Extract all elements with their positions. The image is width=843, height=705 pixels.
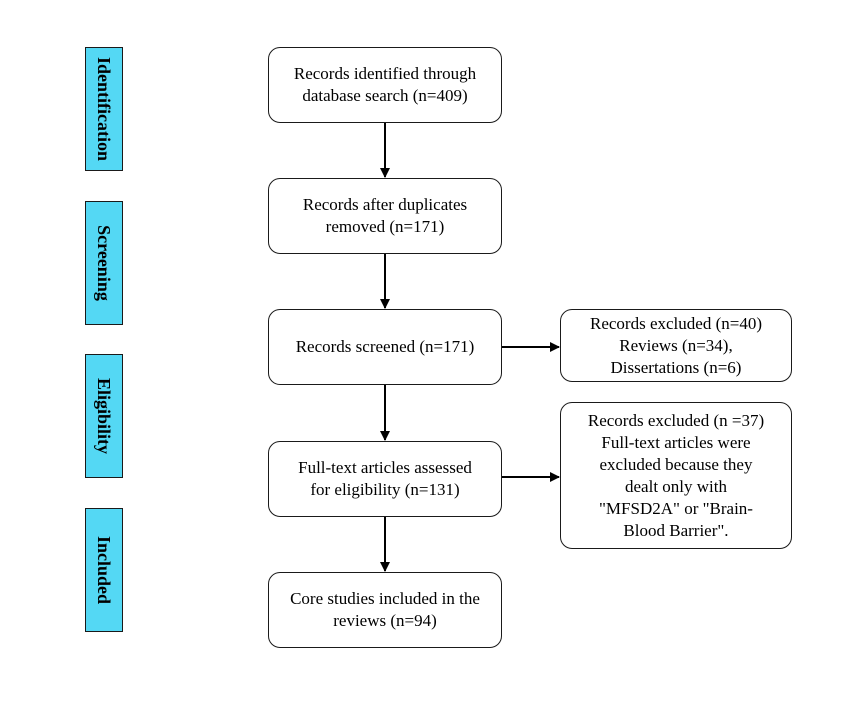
stage-included: Included	[85, 508, 123, 632]
box-excluded-fulltext: Records excluded (n =37) Full-text artic…	[560, 402, 792, 549]
box-records-screened: Records screened (n=171)	[268, 309, 502, 385]
box-excluded-screening: Records excluded (n=40) Reviews (n=34), …	[560, 309, 792, 382]
stage-screening: Screening	[85, 201, 123, 325]
box-fulltext-assessed: Full-text articles assessed for eligibil…	[268, 441, 502, 517]
box-records-identified: Records identified through database sear…	[268, 47, 502, 123]
stage-identification: Identification	[85, 47, 123, 171]
box-records-after-duplicates: Records after duplicates removed (n=171)	[268, 178, 502, 254]
stage-eligibility: Eligibility	[85, 354, 123, 478]
box-studies-included: Core studies included in the reviews (n=…	[268, 572, 502, 648]
